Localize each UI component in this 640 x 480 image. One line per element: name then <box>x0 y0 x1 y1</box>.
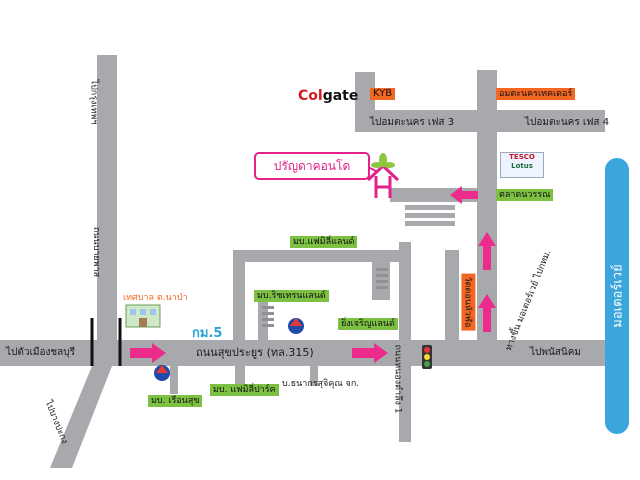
motorway-label: มอเตอร์เวย์ <box>610 264 626 328</box>
amata-road <box>355 110 605 132</box>
flower-icon <box>371 153 395 168</box>
lotus-text: Lotus <box>511 162 533 170</box>
bridge-icon <box>90 318 122 366</box>
to-phanom-label: ไปพนัสนิคม <box>530 347 582 358</box>
condo-icon <box>366 164 400 198</box>
tesco-text: TESCO <box>509 153 535 161</box>
motorway-road <box>605 158 629 434</box>
to-chonburi-label: ไปตัวเมืองชลบุรี <box>6 347 76 358</box>
to-bangkok-label: ไปกรุงเทพฯ <box>88 79 99 125</box>
family-land-tag: มบ.แฟมิลี่แลนด์ <box>290 236 358 248</box>
colgate-suffix: gate <box>322 88 359 104</box>
village-road-right <box>399 242 411 442</box>
arrow-up-2 <box>478 232 496 270</box>
arrow-right-2 <box>352 343 388 363</box>
arrow-up-1 <box>478 294 496 332</box>
lower-road-3 <box>310 366 318 386</box>
lower-road-1 <box>170 366 178 394</box>
km-marker: กม.5 <box>192 326 223 341</box>
bypass-label: ถนนบายพาส <box>91 226 102 278</box>
main-road-label: ถนนสุขประยูร (ทล.315) <box>196 346 314 359</box>
condo-building-3 <box>405 221 455 226</box>
village-road-left <box>233 250 245 340</box>
lower-road-2 <box>235 366 245 396</box>
hospital-label: เทศบาล ต.นาป่า <box>123 293 188 303</box>
condo-road <box>477 70 497 340</box>
wat-road <box>445 250 459 340</box>
soi-label: ถนนหนองตำลึง 1 <box>392 344 403 414</box>
arrow-left-1 <box>450 186 478 204</box>
colgate-logo: Colgate <box>298 88 358 104</box>
rich-land-tag: มบ.ริชเทรนแลนด์ <box>254 290 329 302</box>
ptt-icon <box>288 318 304 334</box>
amata-sign-tag: อมตะนครเทคเดอร์ <box>496 88 576 100</box>
condo-building-1 <box>405 205 455 210</box>
company-label: บ.ธนากรสุจิคุณ จก. <box>282 379 360 389</box>
reuan-tag: มบ. เรือนสุข <box>148 395 203 407</box>
bang-pakong-road <box>50 366 112 468</box>
bypass-road <box>97 55 117 340</box>
amata3-label: ไปอมตะนคร เฟส 3 <box>370 117 455 128</box>
traffic-light-icon <box>422 345 432 369</box>
amata-branch <box>355 72 375 132</box>
hospital-icon <box>125 304 161 328</box>
main-road <box>0 340 605 366</box>
colgate-prefix: Col <box>298 88 323 104</box>
market-tag: ตลาดนวรรณ <box>496 189 554 201</box>
yingcharoen-tag: ยิ่งเจริญแลนด์ <box>338 318 398 330</box>
condo-building-2 <box>405 213 455 218</box>
arrow-right-1 <box>130 343 166 363</box>
route-arrows <box>130 186 496 363</box>
ptt-icon <box>154 365 170 381</box>
wat-tag: วัดดอนหัวฬ่อ <box>461 273 476 331</box>
kyb-tag: KYB <box>370 88 396 100</box>
village-houses <box>262 268 388 327</box>
amata4-label: ไปอมตะนคร เฟส 4 <box>525 117 610 128</box>
project-label: ปรัญดาคอนโด <box>254 152 370 180</box>
village-road-top <box>233 250 409 262</box>
tesco-lotus-logo: TESCO Lotus <box>500 152 544 178</box>
family-park-tag: มบ. แฟมิลี่ปาร์ค <box>210 384 279 396</box>
